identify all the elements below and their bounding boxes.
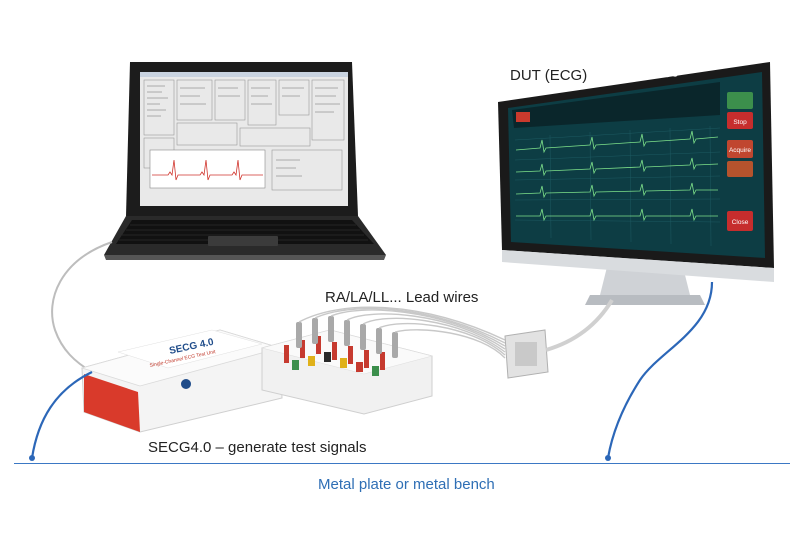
ground-cable-left [30, 371, 93, 459]
metal-plate-line [14, 463, 790, 464]
monitor-stop-label: Stop [733, 119, 747, 126]
ground-cable-right [606, 281, 714, 459]
trunk-connector [504, 329, 549, 379]
label-dut: DUT (ECG) [510, 67, 588, 84]
monitor-close-button[interactable] [727, 211, 753, 231]
ecg-monitor: 00:00 Stop Acquire [498, 62, 774, 305]
usb-cable [51, 241, 113, 373]
lead-connector-box [260, 316, 434, 415]
brand-logo [516, 112, 530, 122]
lead-wires [298, 306, 506, 359]
laptop [104, 62, 386, 260]
monitor-green-button[interactable] [727, 92, 753, 109]
monitor-close-label: Close [732, 219, 749, 226]
secg-device: SECG 4.0 Single-Channel ECG Test Unit [80, 329, 283, 433]
label-metal-plate: Metal plate or metal bench [318, 476, 495, 493]
label-lead-wires: RA/LA/LL... Lead wires [325, 289, 479, 306]
monitor-acquire-button[interactable] [727, 140, 753, 158]
monitor-button-panel: Stop Acquire Close [727, 92, 753, 231]
label-secg: SECG4.0 – generate test signals [148, 439, 367, 456]
monitor-orange-button[interactable] [727, 161, 753, 177]
trunk-cable [545, 298, 614, 352]
monitor-acquire-label: Acquire [729, 147, 751, 154]
monitor-stop-button[interactable] [727, 112, 753, 129]
monitor-timer: 00:00 [644, 63, 679, 81]
device-logo [181, 379, 191, 389]
